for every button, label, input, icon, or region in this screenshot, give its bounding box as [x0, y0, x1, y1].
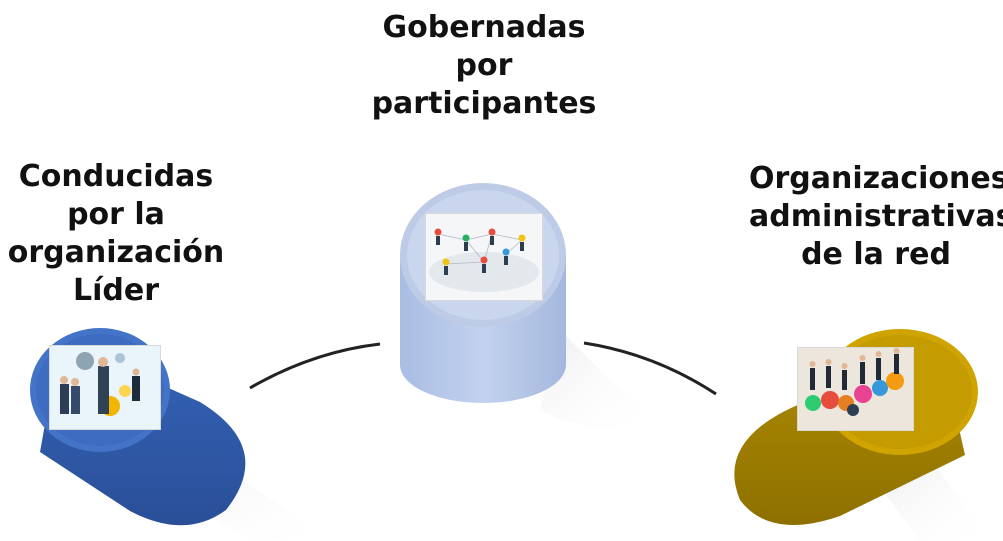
business-people-gears-icon — [49, 345, 161, 430]
label-participant-governed: Gobernadas por participantes — [371, 10, 597, 121]
global-network-people-icon — [425, 213, 543, 301]
team-gears-icon — [797, 347, 914, 431]
label-led-by-organization: Conducidas por la organización Líder — [7, 159, 225, 308]
connector-arc-left — [249, 342, 381, 390]
label-network-administrative: Organizaciones administrativas de la red — [749, 161, 1003, 272]
connector-arc-right — [583, 341, 717, 396]
